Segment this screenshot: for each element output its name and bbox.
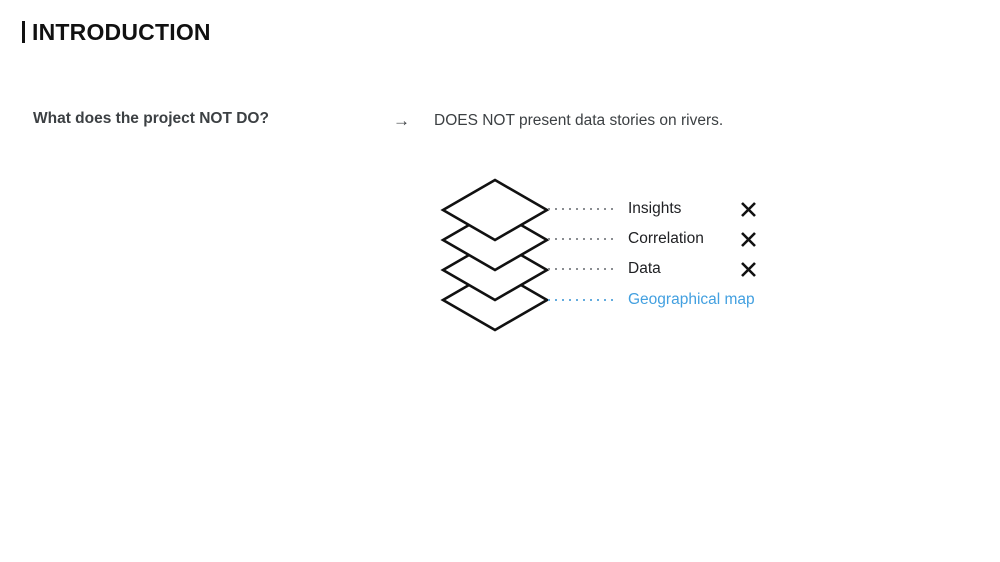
- layer-stack-shapes: [440, 178, 550, 332]
- cross-icon: [736, 257, 760, 281]
- layer-row-insights: Insights: [548, 197, 790, 221]
- answer-label: DOES NOT present data stories on rivers.: [434, 112, 724, 129]
- leader-line-icon: [548, 238, 614, 240]
- layer-row-correlation: Correlation: [548, 227, 790, 251]
- layer-shape-insights: [440, 178, 550, 242]
- leader-line-icon: [548, 268, 614, 270]
- layer-label-geographical-map: Geographical map: [628, 291, 755, 308]
- layer-row-data: Data: [548, 257, 790, 281]
- layer-label-list: Insights Correlation Data: [430, 172, 790, 332]
- question-label: What does the project NOT DO?: [33, 110, 269, 127]
- arrow-right-icon: →: [393, 111, 410, 130]
- question-answer-row: What does the project NOT DO? → DOES NOT…: [0, 108, 1000, 134]
- page-title-text: INTRODUCTION: [32, 19, 211, 45]
- leader-line-icon: [548, 299, 614, 301]
- layer-label-insights: Insights: [628, 200, 682, 217]
- layer-row-geographical-map: Geographical map: [548, 288, 790, 312]
- cross-icon: [736, 197, 760, 221]
- layer-stack-diagram: Insights Correlation Data: [430, 172, 790, 332]
- layer-label-data: Data: [628, 260, 661, 277]
- cross-icon: [736, 227, 760, 251]
- page-title: INTRODUCTION: [22, 18, 211, 44]
- title-accent-bar: [22, 21, 25, 43]
- layer-label-correlation: Correlation: [628, 230, 704, 247]
- leader-line-icon: [548, 208, 614, 210]
